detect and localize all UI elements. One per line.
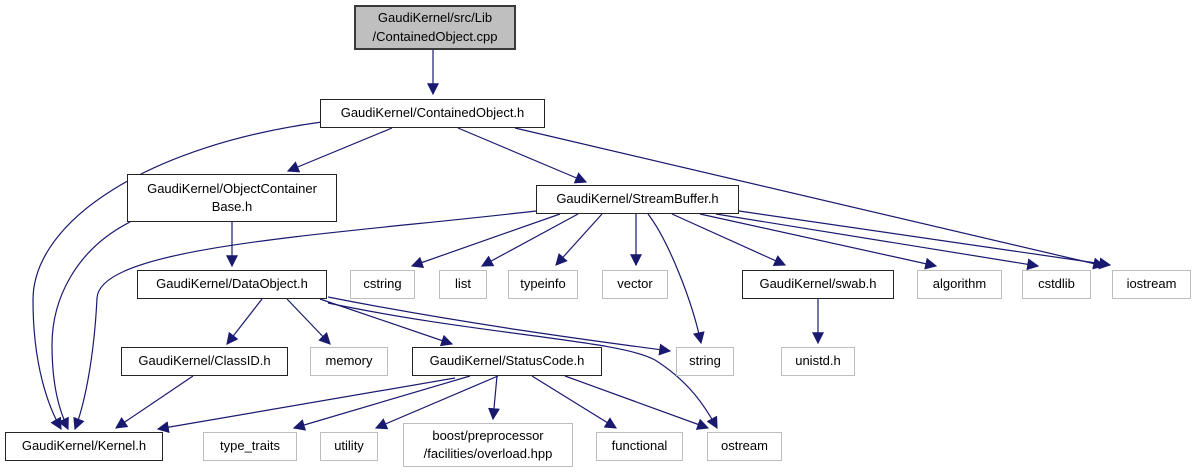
node-list: list	[439, 270, 487, 299]
edge-dataobject-classid	[226, 298, 263, 345]
node-streambuffer-h[interactable]: GaudiKernel/StreamBuffer.h	[536, 185, 739, 214]
edge-statuscode-utility	[374, 375, 499, 430]
edge-streambuffer-iostream	[738, 210, 1112, 270]
edge-statuscode-ostream	[564, 375, 710, 430]
edge-dataobject-string	[327, 296, 672, 356]
edge-objcontainer-kernel	[51, 221, 131, 431]
node-containedobject-cpp: GaudiKernel/src/Lib /ContainedObject.cpp	[354, 5, 516, 50]
node-cstring: cstring	[350, 270, 415, 299]
node-objectcontainerbase-h[interactable]: GaudiKernel/ObjectContainer Base.h	[127, 174, 337, 222]
edge-streambuffer-swab	[671, 213, 787, 267]
edge-statuscode-kernel	[156, 377, 456, 434]
node-memory: memory	[310, 347, 388, 376]
edge-streambuffer-typeinfo	[555, 213, 603, 266]
edge-containedobj-iostream	[514, 127, 1106, 270]
node-string: string	[676, 347, 734, 376]
edge-streambuffer-algorithm	[699, 213, 938, 270]
node-cstdlib: cstdlib	[1022, 270, 1091, 299]
edge-dataobject-ostream	[327, 302, 718, 430]
edge-containedobj-streambuffer	[457, 127, 588, 184]
node-dataobject-h[interactable]: GaudiKernel/DataObject.h	[137, 270, 327, 299]
edge-streambuffer-kernel	[73, 210, 537, 431]
edge-dataobject-memory	[286, 298, 331, 345]
node-type-traits: type_traits	[203, 432, 297, 461]
node-classid-h[interactable]: GaudiKernel/ClassID.h	[121, 347, 288, 376]
edge-streambuffer-cstdlib	[715, 213, 1040, 271]
node-containedobject-h[interactable]: GaudiKernel/ContainedObject.h	[320, 99, 545, 128]
node-kernel-h[interactable]: GaudiKernel/Kernel.h	[5, 432, 163, 461]
edge-statuscode-typetraits	[292, 375, 471, 431]
node-utility: utility	[320, 432, 378, 461]
node-swab-h[interactable]: GaudiKernel/swab.h	[742, 270, 894, 299]
edge-statuscode-functional	[531, 375, 618, 429]
edge-streambuffer-cstring	[410, 213, 561, 269]
edge-streambuffer-list	[480, 213, 579, 267]
node-statuscode-h[interactable]: GaudiKernel/StatusCode.h	[412, 347, 602, 376]
node-algorithm: algorithm	[917, 270, 1002, 299]
edge-streambuffer-string	[647, 213, 705, 345]
node-typeinfo: typeinfo	[508, 270, 578, 299]
node-unistd-h: unistd.h	[781, 347, 855, 376]
node-functional: functional	[596, 432, 683, 461]
node-iostream: iostream	[1112, 270, 1191, 299]
edge-containedobj-objcontainer	[286, 127, 393, 173]
node-vector: vector	[602, 270, 668, 299]
edge-statuscode-boost	[488, 375, 500, 421]
edge-containedobj-kernel	[32, 121, 323, 431]
edge-classid-kernel	[115, 375, 194, 429]
node-boost-overload-hpp: boost/preprocessor /facilities/overload.…	[403, 423, 573, 467]
edge-dataobject-statuscode	[319, 298, 454, 347]
node-ostream: ostream	[707, 432, 782, 461]
